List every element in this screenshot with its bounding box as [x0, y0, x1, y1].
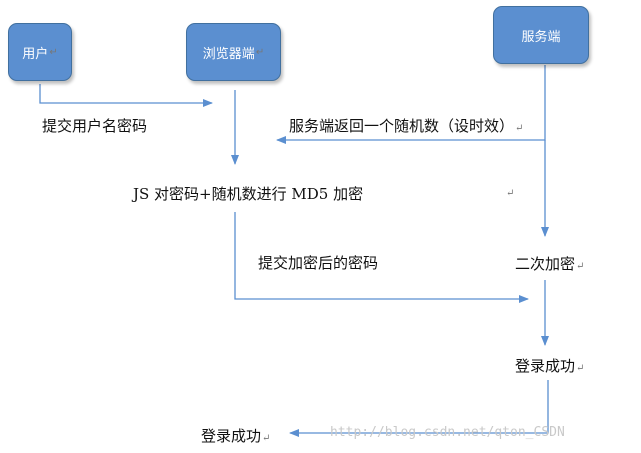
paragraph-mark: ↵ [262, 433, 271, 444]
paragraph-mark: ↵ [515, 123, 524, 134]
paragraph-mark: ↵ [49, 46, 58, 58]
node-user: 用户↵ [8, 23, 72, 81]
label-submit-credentials-text: 提交用户名密码 [42, 117, 148, 135]
label-login-success-server: 登录成功↵ [515, 355, 584, 376]
arrow-user-to-browser [39, 84, 213, 107]
paragraph-mark: ↵ [576, 261, 585, 272]
node-browser-label: 浏览器端 [202, 46, 255, 62]
node-user-label: 用户 [22, 46, 49, 62]
label-login-success-server-text: 登录成功 [515, 357, 576, 375]
node-server: 服务端 [493, 6, 589, 64]
paragraph-mark: ↵ [576, 363, 585, 374]
label-second-encrypt: 二次加密↵ [515, 253, 584, 274]
label-submit-credentials: 提交用户名密码 [42, 115, 147, 136]
label-login-success-client-text: 登录成功 [201, 427, 262, 445]
label-js-md5: JS 对密码+随机数进行 MD5 加密 [133, 183, 363, 204]
label-second-encrypt-text: 二次加密 [515, 255, 576, 273]
node-browser: 浏览器端↵ [186, 23, 281, 81]
label-js-md5-text: JS 对密码+随机数进行 MD5 加密 [133, 185, 364, 203]
paragraph-mark: ↵ [506, 188, 515, 199]
label-server-returns-random-text: 服务端返回一个随机数（设时效） [289, 117, 515, 135]
paragraph-mark: ↵ [255, 46, 265, 58]
label-server-returns-random: 服务端返回一个随机数（设时效）↵ [289, 115, 523, 136]
label-login-success-client: 登录成功↵ [201, 425, 270, 446]
watermark: http://blog.csdn.net/qton_CSDN [330, 425, 565, 440]
node-server-label: 服务端 [521, 29, 561, 45]
arrow-js-to-server [234, 212, 529, 303]
label-submit-encrypted-text: 提交加密后的密码 [258, 254, 379, 272]
arrow-success-to-client [289, 380, 549, 437]
label-submit-encrypted: 提交加密后的密码 [258, 252, 378, 273]
